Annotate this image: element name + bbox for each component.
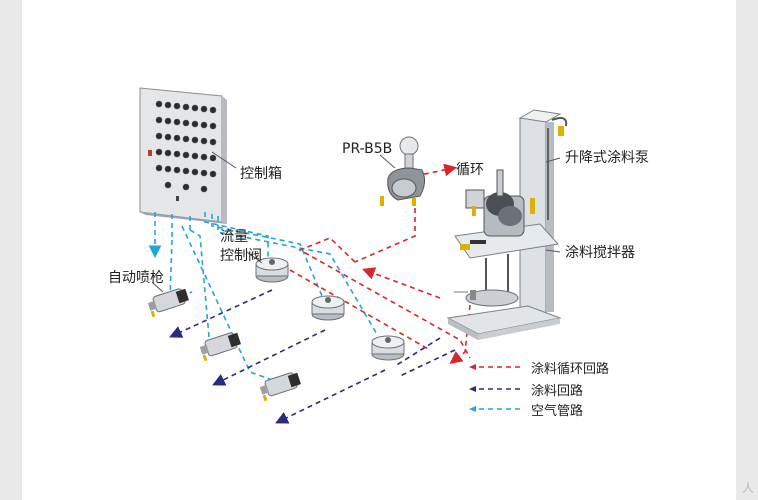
flow-control-valves (255, 257, 405, 361)
legend-item-paint-circulation: 涂料循环回路 (467, 358, 610, 377)
legend-swatch-paint-return (469, 386, 523, 392)
diagram-card (22, 0, 736, 500)
legend-label: 涂料循环回路 (531, 361, 610, 377)
auto-spray-guns (147, 288, 301, 402)
lift-pump-label: 升降式涂料泵 (565, 150, 649, 166)
legend-item-air-line: 空气管路 (467, 400, 584, 419)
legend-swatch-air-line (469, 406, 523, 412)
paint-return-lines (169, 289, 456, 424)
legend-label: 空气管路 (531, 403, 584, 419)
control-box-label: 控制箱 (240, 166, 282, 182)
pr-b5b-pump (379, 136, 426, 206)
flow-valve-label: 流量 控制阀 (220, 229, 262, 264)
circulation-label: 循环 (456, 162, 484, 178)
corner-watermark: 人 (741, 481, 754, 495)
gun-leader (151, 281, 164, 293)
agitator-leader (545, 249, 561, 253)
control-box (139, 87, 227, 224)
legend-label: 涂料回路 (531, 383, 584, 399)
legend-item-paint-return: 涂料回路 (467, 380, 584, 399)
auto-gun-label: 自动喷枪 (108, 270, 164, 286)
paint-circulation-lines (289, 163, 471, 364)
control-box-leader (211, 151, 237, 169)
legend-swatch-paint-circulation (469, 364, 523, 370)
lift-paint-pump (446, 109, 568, 340)
pump-model-label: PR-B5B (342, 141, 393, 157)
valve-leader (246, 251, 263, 264)
agitator-label: 涂料搅拌器 (565, 245, 635, 261)
air-lines (148, 212, 379, 383)
lift-pump-leader (545, 157, 561, 163)
